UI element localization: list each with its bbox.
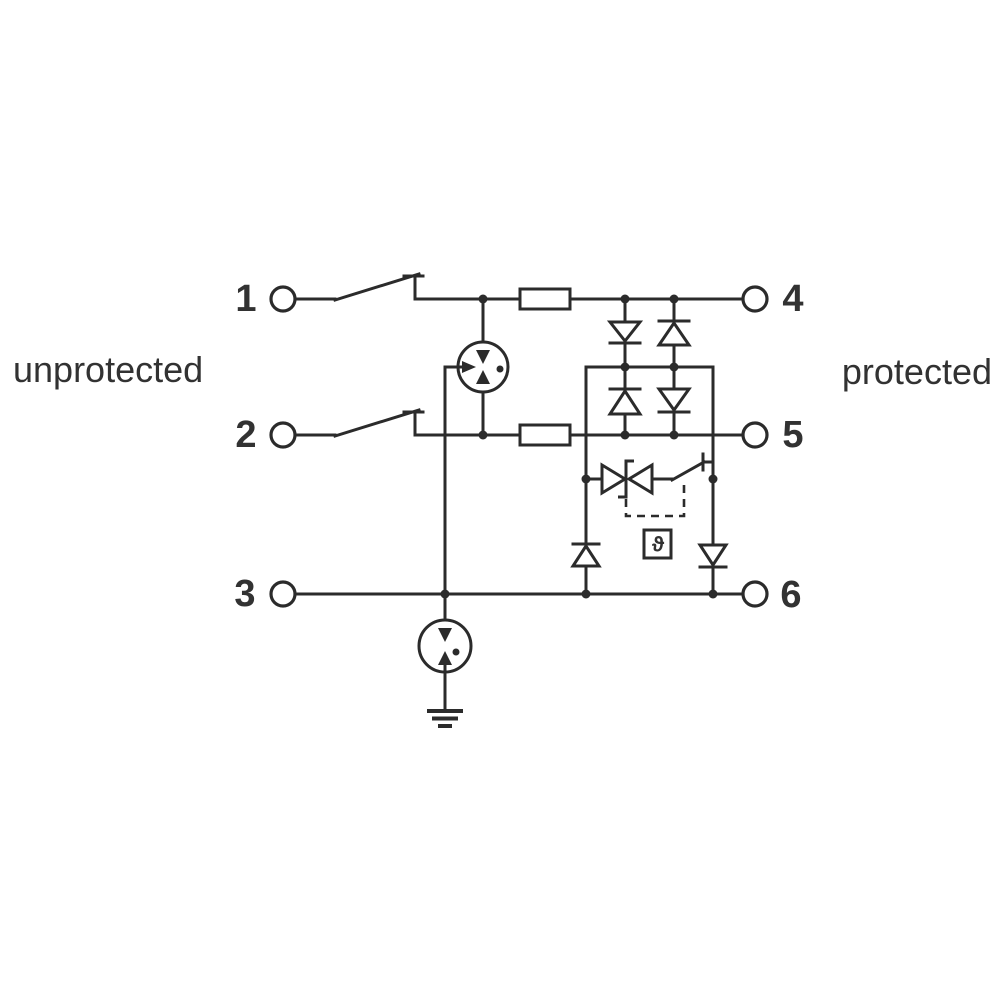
diode-down-icon: [656, 387, 692, 413]
terminal-5-circle: [741, 421, 769, 449]
junction-dots: [440, 294, 718, 599]
terminal-5-number: 5: [782, 414, 803, 456]
resistor-1: [518, 287, 572, 311]
right-branch-to-line3: [697, 365, 729, 596]
arrow-up-icon: [476, 370, 490, 384]
terminal-3-number: 3: [234, 573, 255, 615]
tvs-center-bar: [618, 459, 634, 499]
switch-blade: [333, 408, 421, 438]
terminal-2-circle: [269, 421, 297, 449]
junction-dot: [581, 589, 591, 599]
diode-down-icon: [697, 543, 729, 568]
arrow-down-icon: [438, 628, 452, 642]
terminal-2-number: 2: [235, 414, 256, 456]
line-1: 1 4: [235, 272, 804, 320]
diode-up-icon: [656, 320, 692, 347]
thermal-coupling-dashed-link: [624, 484, 686, 518]
diode-up-icon: [607, 388, 643, 416]
earth-ground-symbol: [427, 709, 463, 728]
arrow-down-icon: [476, 350, 490, 364]
terminal-6-circle: [741, 580, 769, 608]
tvs-right-triangle: [626, 462, 654, 496]
junction-dot: [440, 589, 450, 599]
temperature-monitor: ϑ: [624, 484, 686, 560]
terminal-1-number: 1: [235, 278, 256, 320]
line-2: 2 5: [235, 408, 804, 456]
left-branch-to-line3: [570, 365, 602, 596]
diode-up-icon: [570, 543, 602, 568]
terminal-1-circle: [269, 285, 297, 313]
junction-dot: [669, 430, 679, 440]
junction-dot: [708, 474, 718, 484]
line-3: 3 6: [234, 573, 801, 616]
junction-dot: [620, 362, 630, 372]
temperature-symbol: ϑ: [652, 534, 665, 557]
temperature-monitor-box: [642, 528, 673, 560]
protected-label: protected: [842, 351, 992, 392]
gas-discharge-tube-3-electrode: [443, 297, 510, 596]
arrow-right-icon: [462, 361, 476, 373]
diode-bridge: [584, 297, 715, 437]
junction-dot: [708, 589, 718, 599]
tvs-left-triangle: [600, 462, 628, 496]
unprotected-label: unprotected: [13, 349, 203, 390]
junction-dot: [620, 430, 630, 440]
junction-dot: [581, 474, 591, 484]
terminal-6-number: 6: [780, 574, 801, 616]
terminal-3-circle: [269, 580, 297, 608]
thermal-disconnect-switch: [669, 452, 715, 483]
resistor-2: [518, 423, 572, 447]
junction-dot: [669, 294, 679, 304]
disconnect-switch-2: [333, 408, 425, 438]
diode-down-icon: [606, 320, 644, 344]
junction-dot: [478, 294, 488, 304]
terminal-4-number: 4: [782, 278, 803, 320]
arrow-up-icon: [438, 651, 452, 665]
junction-dot: [669, 362, 679, 372]
gas-discharge-tube-2-electrode: [417, 592, 473, 713]
terminal-4-circle: [741, 285, 769, 313]
switch-blade: [333, 272, 421, 302]
suppressor-diode-bidirectional: [584, 459, 674, 499]
switch-blade: [669, 459, 707, 483]
junction-dot: [620, 294, 630, 304]
junction-dot: [478, 430, 488, 440]
gas-filled-dot: [496, 365, 504, 373]
gas-filled-dot: [452, 648, 460, 656]
disconnect-switch-1: [333, 272, 425, 302]
